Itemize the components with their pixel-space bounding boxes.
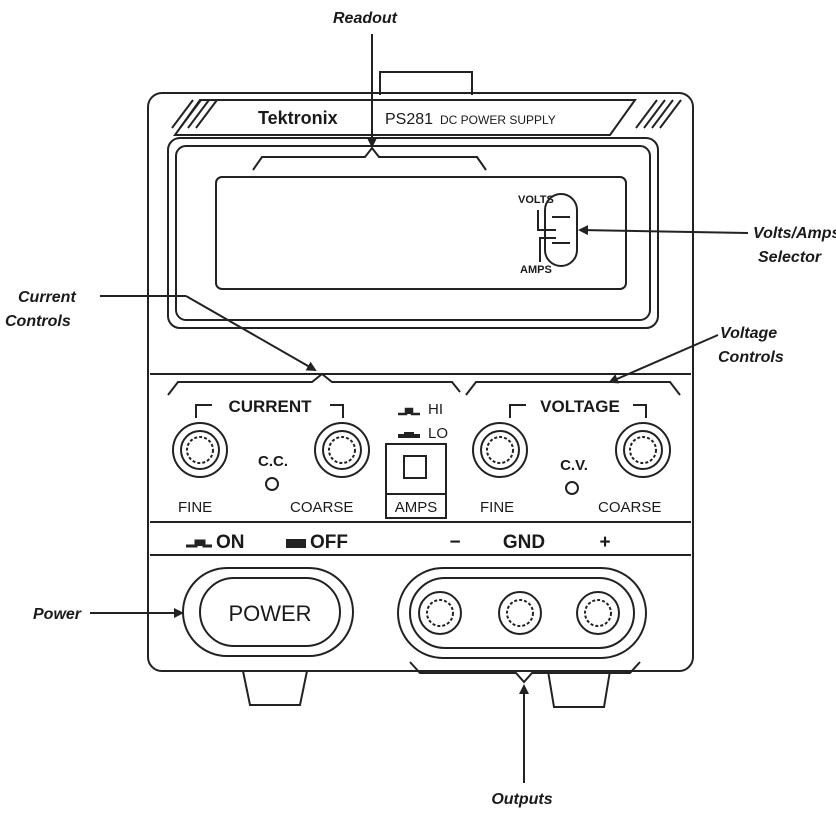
hatch-right: [635, 99, 682, 129]
voltage-fine-label: FINE: [480, 499, 514, 516]
current-heading: CURRENT: [228, 397, 312, 416]
current-bracket-left: [195, 404, 212, 418]
power-button-label: POWER: [228, 601, 311, 626]
voltage-callout-line2: Controls: [718, 349, 784, 366]
foot-right: [547, 670, 611, 708]
hatch-left: [171, 99, 218, 129]
amps-label: AMPS: [520, 264, 552, 276]
plus-label: +: [599, 532, 610, 553]
volts-leader: [537, 210, 556, 231]
voltage-callout-line1: Voltage: [720, 325, 777, 342]
top-tab: [379, 71, 473, 95]
lo-label: LO: [428, 425, 448, 442]
readout-callout: Readout: [333, 10, 398, 27]
current-fine-label: FINE: [178, 499, 212, 516]
voltage-coarse-knob[interactable]: [615, 422, 671, 478]
cv-label: C.V.: [560, 457, 588, 474]
hi-label: HI: [428, 401, 443, 418]
lo-button-icon: [398, 432, 420, 438]
output-terminal-inner: [409, 577, 635, 649]
power-button[interactable]: [199, 577, 341, 647]
on-label: ON: [216, 532, 245, 553]
amps-range-label: AMPS: [395, 499, 438, 516]
brand-logo: Tektronix: [258, 108, 338, 128]
current-callout-line1: Current: [18, 289, 76, 306]
model-label: PS281: [385, 111, 433, 128]
off-label: OFF: [310, 532, 348, 553]
display-inner-bezel: [175, 145, 651, 321]
selector-arrow: [578, 225, 749, 236]
outputs-callout: Outputs: [491, 791, 552, 808]
current-coarse-knob[interactable]: [314, 422, 370, 478]
amps-leader: [539, 237, 556, 262]
voltage-bracket-right: [633, 404, 647, 418]
cv-indicator-led: [565, 481, 579, 495]
foot-left: [242, 670, 308, 706]
current-callout-line2: Controls: [5, 313, 71, 330]
current-coarse-label: COARSE: [290, 499, 353, 516]
cc-indicator-led: [265, 477, 279, 491]
device-body: [147, 92, 694, 672]
on-button-icon: [186, 539, 212, 548]
gnd-label: GND: [503, 532, 545, 553]
volts-amps-callout-line1: Volts/Amps: [753, 225, 836, 242]
terminal-positive[interactable]: [576, 591, 620, 635]
voltage-arrow: [608, 334, 719, 384]
power-callout: Power: [33, 606, 82, 623]
current-arrow-b: [185, 295, 317, 371]
amps-range-button[interactable]: [403, 455, 427, 479]
product-label: DC POWER SUPPLY: [440, 113, 556, 127]
current-bracket-right: [330, 404, 344, 418]
voltage-coarse-label: COARSE: [598, 499, 661, 516]
terminal-ground[interactable]: [498, 591, 542, 635]
readout-window: [215, 176, 627, 290]
voltage-bracket-left: [509, 404, 526, 418]
minus-label: −: [449, 532, 460, 553]
amps-range-box: [385, 443, 447, 519]
hi-button-icon: [398, 407, 420, 416]
readout-bracket: [252, 146, 487, 171]
volts-amps-callout-line2: Selector: [758, 249, 822, 266]
display-outer-bezel: [167, 137, 659, 329]
terminal-negative[interactable]: [418, 591, 462, 635]
outputs-bracket: [409, 661, 641, 684]
off-button-icon: [286, 539, 306, 548]
cc-label: C.C.: [258, 453, 288, 470]
voltage-fine-knob[interactable]: [472, 422, 528, 478]
voltage-group-bracket: [465, 381, 681, 396]
voltage-heading: VOLTAGE: [540, 397, 620, 416]
volts-label: VOLTS: [518, 194, 554, 206]
current-group-bracket: [167, 372, 461, 396]
volts-amps-selector[interactable]: [544, 193, 578, 267]
current-fine-knob[interactable]: [172, 422, 228, 478]
output-terminal-bezel: [397, 567, 647, 659]
